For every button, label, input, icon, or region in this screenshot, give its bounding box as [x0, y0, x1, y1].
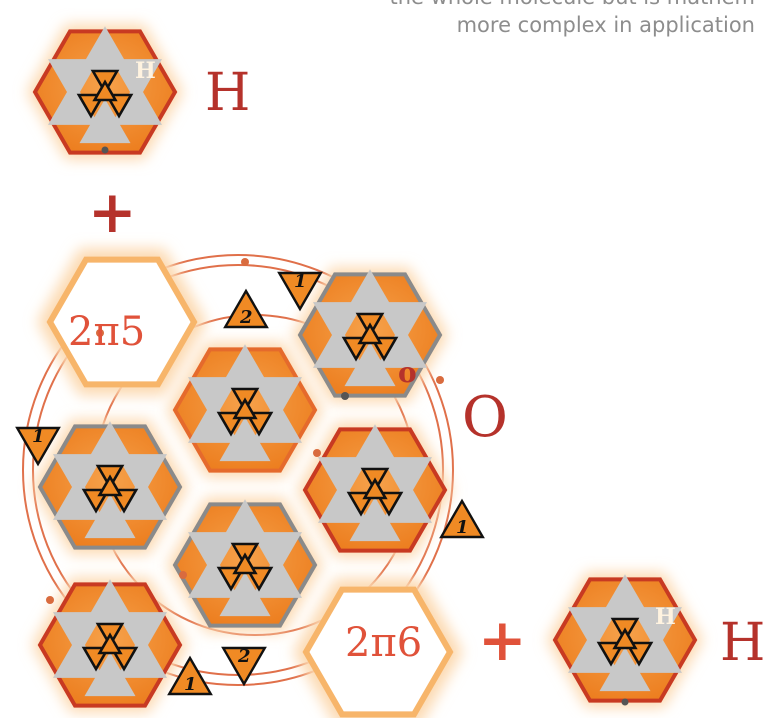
triangle-number: 2 [239, 307, 253, 328]
hex-cell-left [32, 420, 188, 555]
ring-dot [241, 258, 249, 266]
triangle-number: 1 [184, 674, 197, 695]
plus-sign-bottom: + [478, 606, 527, 674]
hex-cell-center-top [167, 343, 323, 478]
ring-dot [179, 571, 187, 579]
ring-dot [46, 596, 54, 604]
h-badge-top: H [135, 58, 156, 84]
h-label-bottom: H [720, 613, 765, 673]
o-label-big: O [462, 385, 508, 450]
hex-cell-bottom-left [32, 578, 188, 713]
hex-cell-h-top [27, 25, 183, 160]
ring-dot [102, 147, 109, 154]
ring-dot [436, 376, 444, 384]
triangle-number: 1 [32, 426, 45, 447]
hex-cell-center-bottom [167, 498, 323, 633]
hex-cell-h-bottom [547, 573, 703, 708]
h-badge-bottom: H [655, 604, 676, 630]
ring-dot [341, 392, 349, 400]
triangle-number: 1 [294, 271, 307, 292]
plus-sign-top: + [88, 178, 137, 246]
ring-dot [622, 699, 629, 706]
triangle-marker-2-top: 2 [225, 291, 267, 328]
o-label-small: o [398, 356, 417, 389]
triangle-number: 1 [456, 517, 469, 538]
hex-cell-right [297, 423, 453, 558]
h-label-top: H [205, 63, 250, 123]
hex-cell-o-top [292, 268, 448, 403]
two-pi-six-label: 2π6 [345, 620, 422, 666]
two-pi-five-label: 2π5 [68, 309, 145, 355]
triangle-number: 2 [237, 646, 251, 667]
ring-dot [313, 449, 321, 457]
triangle-marker-2-bottom: 2 [223, 646, 265, 684]
